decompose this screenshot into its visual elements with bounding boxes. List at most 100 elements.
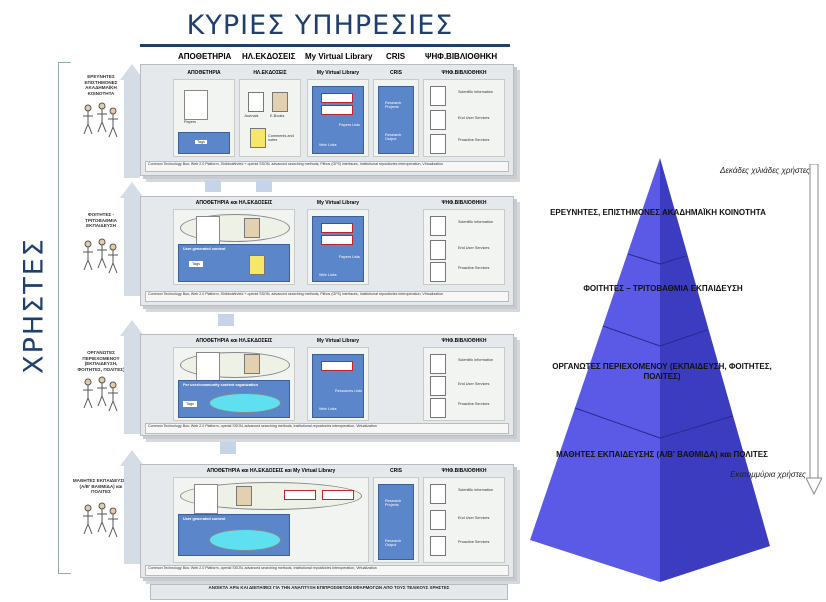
pyramid-right-face (660, 158, 770, 582)
technology-bus: Common Technology Bus: Web 2.0 Platform,… (145, 291, 509, 302)
ebook-icon (244, 354, 260, 374)
document-icon (430, 376, 446, 396)
bottom-users-note: Εκατομμύρια χρήστες (730, 470, 806, 479)
services-panel-pupils-citizens: ΑΠΟΘΕΤΗΡΙΑ και ΗΛ.ΕΚΔΟΣΕΙΣ και My Virtua… (140, 464, 514, 578)
pyramid-tier-line (602, 325, 661, 347)
role-researchers: ΕΡΕΥΝΗΤΕΣ ΕΠΙΣΤΗΜΟΝΕΣ ΑΚΑΔΗΜΑΪΚΗ ΚΟΙΝΟΤΗ… (84, 74, 118, 96)
slot-digital-library: ΨΗΦ.ΒΙΒΛΙΟΘΗΚΗ Scientific information En… (423, 70, 505, 157)
library-entry-button[interactable] (321, 105, 353, 115)
pyramid-tier-line (574, 407, 661, 439)
pyramid-level-researchers: ΕΡΕΥΝΗΤΕΣ, ΕΠΙΣΤΗΜΟΝΕΣ ΑΚΑΔΗΜΑΪΚΗ ΚΟΙΝΟΤ… (550, 208, 766, 217)
page-title: ΚΥΡΙΕΣ ΥΠΗΡΕΣΙΕΣ (186, 10, 454, 41)
person-icon (430, 134, 446, 154)
papers-stack-icon (196, 216, 220, 246)
document-icon (430, 216, 446, 236)
column-header-cris: CRIS (386, 52, 406, 61)
slot-epublishing: ΗΛ.ΕΚΔΟΣΕΙΣ Journals E-Books Comments an… (239, 70, 301, 157)
papers-stack-icon (196, 352, 220, 382)
up-arrow-icon (120, 320, 144, 336)
users-axis-label: ΧΡΗΣΤΕΣ (4, 235, 64, 375)
document-icon (430, 510, 446, 530)
pyramid-level-organizers: ΟΡΓΑΝΩΤΕΣ ΠΕΡΙΕΧΟΜΕΝΟΥ (ΕΚΠΑΙΔΕΥΣΗ, ΦΟΙΤ… (552, 362, 772, 381)
organization-box: Per user/community content organization … (178, 380, 290, 418)
pyramid-left-face (530, 158, 660, 582)
slot-repository: ΑΠΟΘΕΤΗΡΙΑ Papers Tags (173, 70, 235, 157)
services-panel-content-organizers: ΑΠΟΘΕΤΗΡΙΑ και ΗΛ.ΕΚΔΟΣΕΙΣ Per user/comm… (140, 334, 514, 436)
virtual-library-box: Papers Lists Web Links (312, 216, 364, 282)
document-icon (430, 354, 446, 374)
journal-icon (248, 92, 264, 112)
person-icon (430, 536, 446, 556)
connector-icon (218, 314, 234, 326)
up-arrow-icon (120, 450, 144, 466)
library-entry-button[interactable] (284, 490, 316, 500)
user-content-box: User generated content (178, 514, 290, 556)
role-content-organizers: ΟΡΓΑΝΩΤΕΣ ΠΕΡΙΕΧΟΜΕΝΟΥ (ΕΚΠΑΙΔΕΥΣΗ, ΦΟΙΤ… (77, 350, 125, 372)
ebook-icon (244, 218, 260, 238)
up-arrow-shaft (124, 196, 140, 296)
slot-repository-epublishing: ΑΠΟΘΕΤΗΡΙΑ και ΗΛ.ΕΚΔΟΣΕΙΣ Per user/comm… (173, 338, 295, 421)
slot-digital-library: ΨΗΦ.ΒΙΒΛΙΟΘΗΚΗ Scientific information En… (423, 200, 505, 285)
slot-virtual-library: My Virtual Library Papers Lists Web Link… (307, 70, 369, 157)
slot-virtual-library: My Virtual Library Papers Lists Web Link… (307, 200, 369, 285)
library-entry-button[interactable] (321, 223, 353, 233)
virtual-library-box: Papers Lists Web Links (312, 86, 364, 154)
organization-ellipse (209, 529, 281, 551)
slot-repository-epublishing: ΑΠΟΘΕΤΗΡΙΑ και ΗΛ.ΕΚΔΟΣΕΙΣ User generate… (173, 200, 295, 285)
top-users-note: Δεκάδες χιλιάδες χρήστες (720, 166, 810, 175)
ebook-icon (272, 92, 288, 112)
slot-combined-services: ΑΠΟΘΕΤΗΡΙΑ και ΗΛ.ΕΚΔΟΣΕΙΣ και My Virtua… (173, 468, 369, 563)
library-entry-button[interactable] (322, 490, 354, 500)
up-arrow-icon (120, 182, 144, 198)
connector-icon (205, 180, 221, 192)
papers-stack-icon (194, 484, 218, 514)
user-content-box: User generated content Tags (178, 244, 290, 282)
notes-icon (250, 128, 266, 148)
cris-box: Research Projects Research Output (378, 86, 414, 154)
user-pyramid (530, 158, 770, 582)
services-panel-researchers: ΑΠΟΘΕΤΗΡΙΑ Papers Tags ΗΛ.ΕΚΔΟΣΕΙΣ Journ… (140, 64, 514, 176)
pyramid-tier-line (659, 329, 708, 347)
technology-bus: Common Technology Bus: Web 2.0 Platform,… (145, 565, 509, 576)
column-header-epublishing: ΗΛ.ΕΚΔΟΣΕΙΣ (242, 52, 296, 61)
role-pupils-citizens: ΜΑΘΗΤΕΣ ΕΚΠΑΙΔΕΥΣΗΣ (Α/Β' ΒΑΘΜΙΔΑ) και Π… (72, 478, 130, 494)
library-entry-button[interactable] (321, 361, 353, 371)
document-icon (430, 240, 446, 260)
slot-digital-library: ΨΗΦ.ΒΙΒΛΙΟΘΗΚΗ Scientific information En… (423, 468, 505, 563)
title-underline (140, 44, 510, 47)
services-panel-students: ΑΠΟΘΕΤΗΡΙΑ και ΗΛ.ΕΚΔΟΣΕΙΣ User generate… (140, 196, 514, 306)
library-entry-button[interactable] (321, 93, 353, 103)
role-students: ΦΟΙΤΗΤΕΣ - ΤΡΙΤΟΒΑΘΜΙΑ ΕΚΠΑΙΔΕΥΣΗ (85, 212, 117, 228)
up-arrow-shaft (124, 464, 140, 564)
document-icon (430, 484, 446, 504)
pyramid-tier-line (627, 253, 661, 265)
slot-cris: CRIS Research Projects Research Output (373, 70, 419, 157)
tags-box: Tags (178, 132, 230, 154)
notes-icon (249, 255, 265, 275)
up-arrow-icon (120, 64, 144, 80)
user-figures-icon (83, 502, 118, 538)
down-arrow-icon (806, 164, 822, 496)
connector-icon (220, 442, 236, 454)
papers-stack-icon (184, 90, 208, 120)
ebook-icon (236, 486, 252, 506)
item-label: Papers (184, 120, 197, 124)
library-entry-button[interactable] (321, 235, 353, 245)
user-figures-icon (83, 376, 118, 412)
user-figures-icon (83, 238, 118, 274)
cris-box: Research Projects Research Output (378, 484, 414, 560)
column-header-virtual-library: My Virtual Library (305, 52, 373, 61)
pyramid-level-students: ΦΟΙΤΗΤΕΣ – ΤΡΙΤΟΒΑΘΜΙΑ ΕΚΠΑΙΔΕΥΣΗ (583, 284, 743, 293)
person-icon (430, 398, 446, 418)
up-arrow-shaft (124, 78, 140, 178)
pyramid-tier-line (659, 415, 734, 439)
users-axis-text: ΧΡΗΣΤΕΣ (18, 237, 50, 374)
virtual-library-box: Resources Lists Web Links (312, 354, 364, 418)
connector-icon (256, 180, 272, 192)
technology-bus: Common Technology Bus: Web 2.0 Platform,… (145, 423, 509, 434)
slot-cris: CRIS Research Projects Research Output (373, 468, 419, 563)
technology-bus: Common Technology Bus: Web 2.0 Platform,… (145, 161, 509, 172)
column-header-repository: ΑΠΟΘΕΤΗΡΙΑ (178, 52, 232, 61)
person-icon (430, 262, 446, 282)
user-figures-icon (83, 102, 118, 138)
